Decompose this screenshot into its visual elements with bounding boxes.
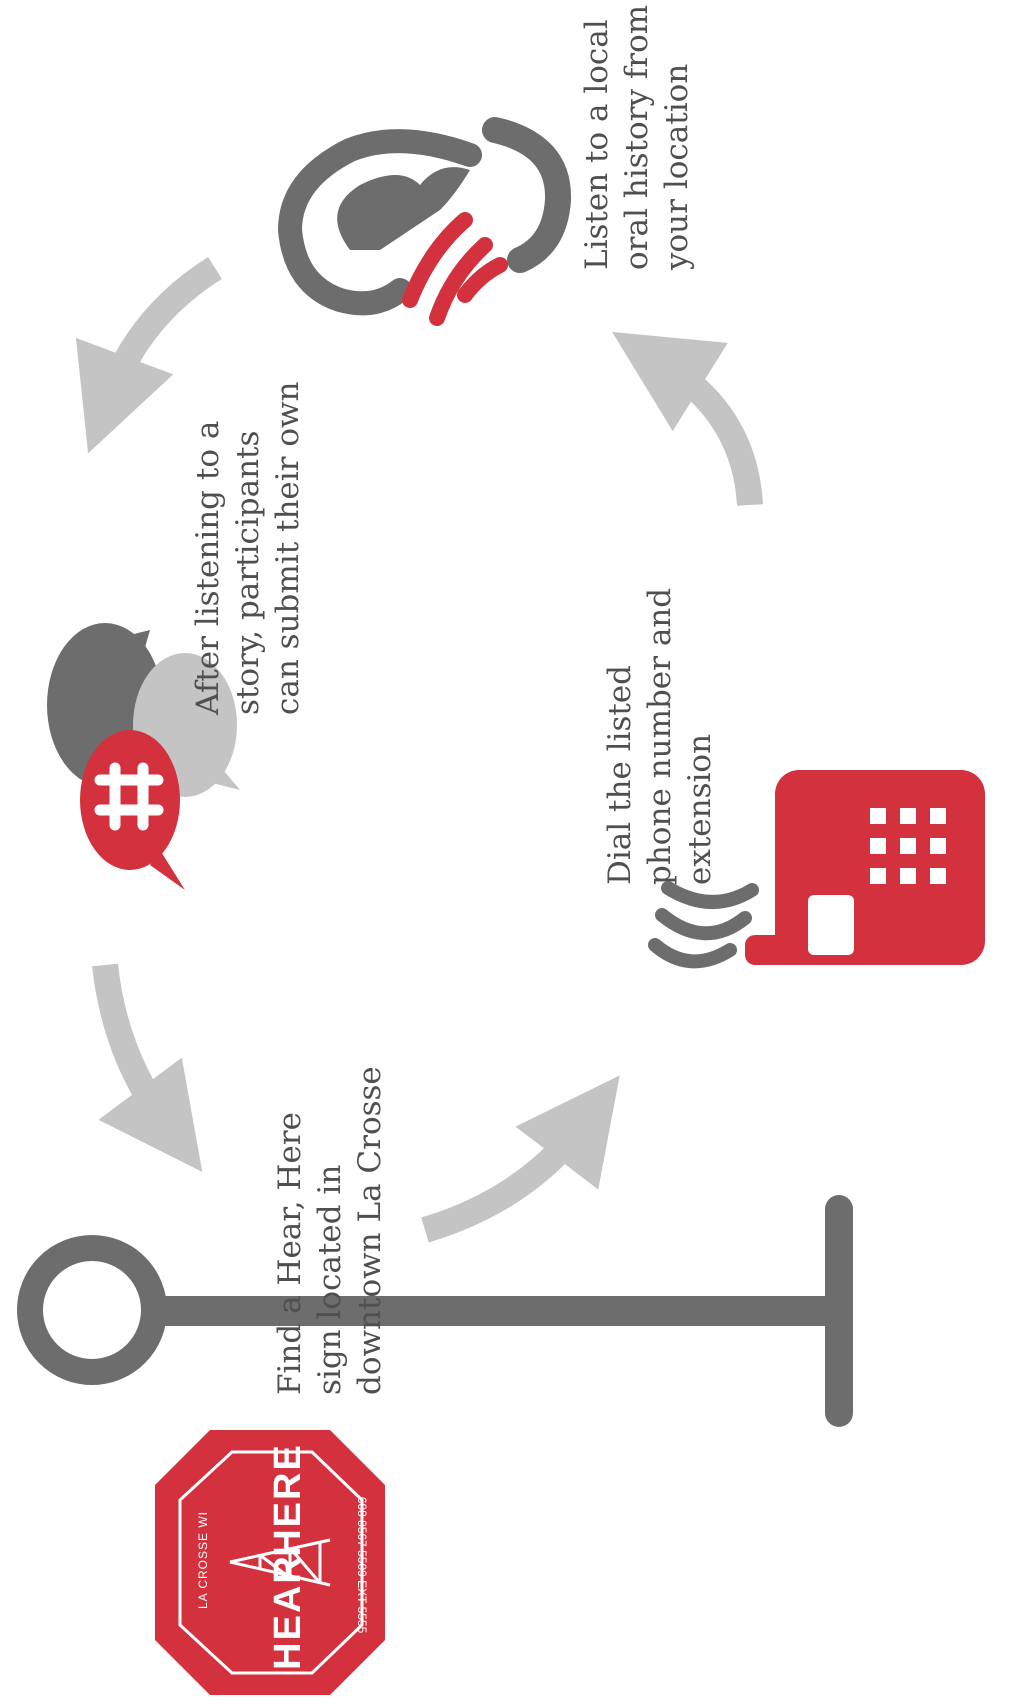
cycle-arrows — [75, 256, 763, 1243]
caption-line: Dial the listed — [602, 664, 638, 885]
step-caption-submit: After listening to a story, participants… — [188, 381, 308, 715]
signpost-icon — [17, 1195, 853, 1427]
step-caption-dial: Dial the listed phone number and extensi… — [600, 588, 720, 885]
arrow-ear-to-bubble — [75, 256, 222, 454]
caption-line: your location — [659, 63, 695, 270]
caption-line: phone number and — [642, 587, 678, 885]
chat-bubbles-hashtag-icon — [47, 623, 240, 890]
ear-listening-icon — [277, 117, 572, 326]
keypad — [870, 808, 946, 884]
arrow-phone-to-ear — [612, 331, 763, 506]
step-caption-listen: Listen to a local oral history from your… — [577, 5, 697, 270]
caption-line: Listen to a local — [579, 19, 615, 270]
arrow-bubble-to-sign — [92, 963, 203, 1173]
caption-line: can submit their own — [270, 381, 306, 715]
caption-line: extension — [682, 733, 718, 885]
caption-line: After listening to a — [190, 420, 226, 715]
step-caption-find-sign: Find a Hear, Here sign located in downto… — [270, 1066, 390, 1395]
signal-waves-icon — [648, 881, 759, 969]
hashtag-icon — [94, 762, 164, 831]
logo-phone: 608 8567 5509 EXT 5555 — [355, 1497, 369, 1634]
caption-line: story, participants — [230, 430, 266, 715]
caption-line: Find a Hear, Here — [272, 1112, 308, 1395]
hear-here-logo: HEAR HERE LA CROSSE WI 608 8567 5509 EXT… — [155, 1430, 385, 1695]
caption-line: downtown La Crosse — [352, 1066, 388, 1395]
caption-line: oral history from — [619, 4, 655, 270]
arrow-sign-to-phone — [421, 1075, 620, 1243]
logo-word-left: HEAR — [267, 1554, 309, 1670]
logo-place: LA CROSSE WI — [196, 1511, 210, 1609]
cell-phone-icon — [648, 770, 985, 969]
caption-line: sign located in — [312, 1164, 348, 1395]
logo-word-right: HERE — [267, 1443, 309, 1557]
radio-tower-icon — [229, 1538, 331, 1587]
